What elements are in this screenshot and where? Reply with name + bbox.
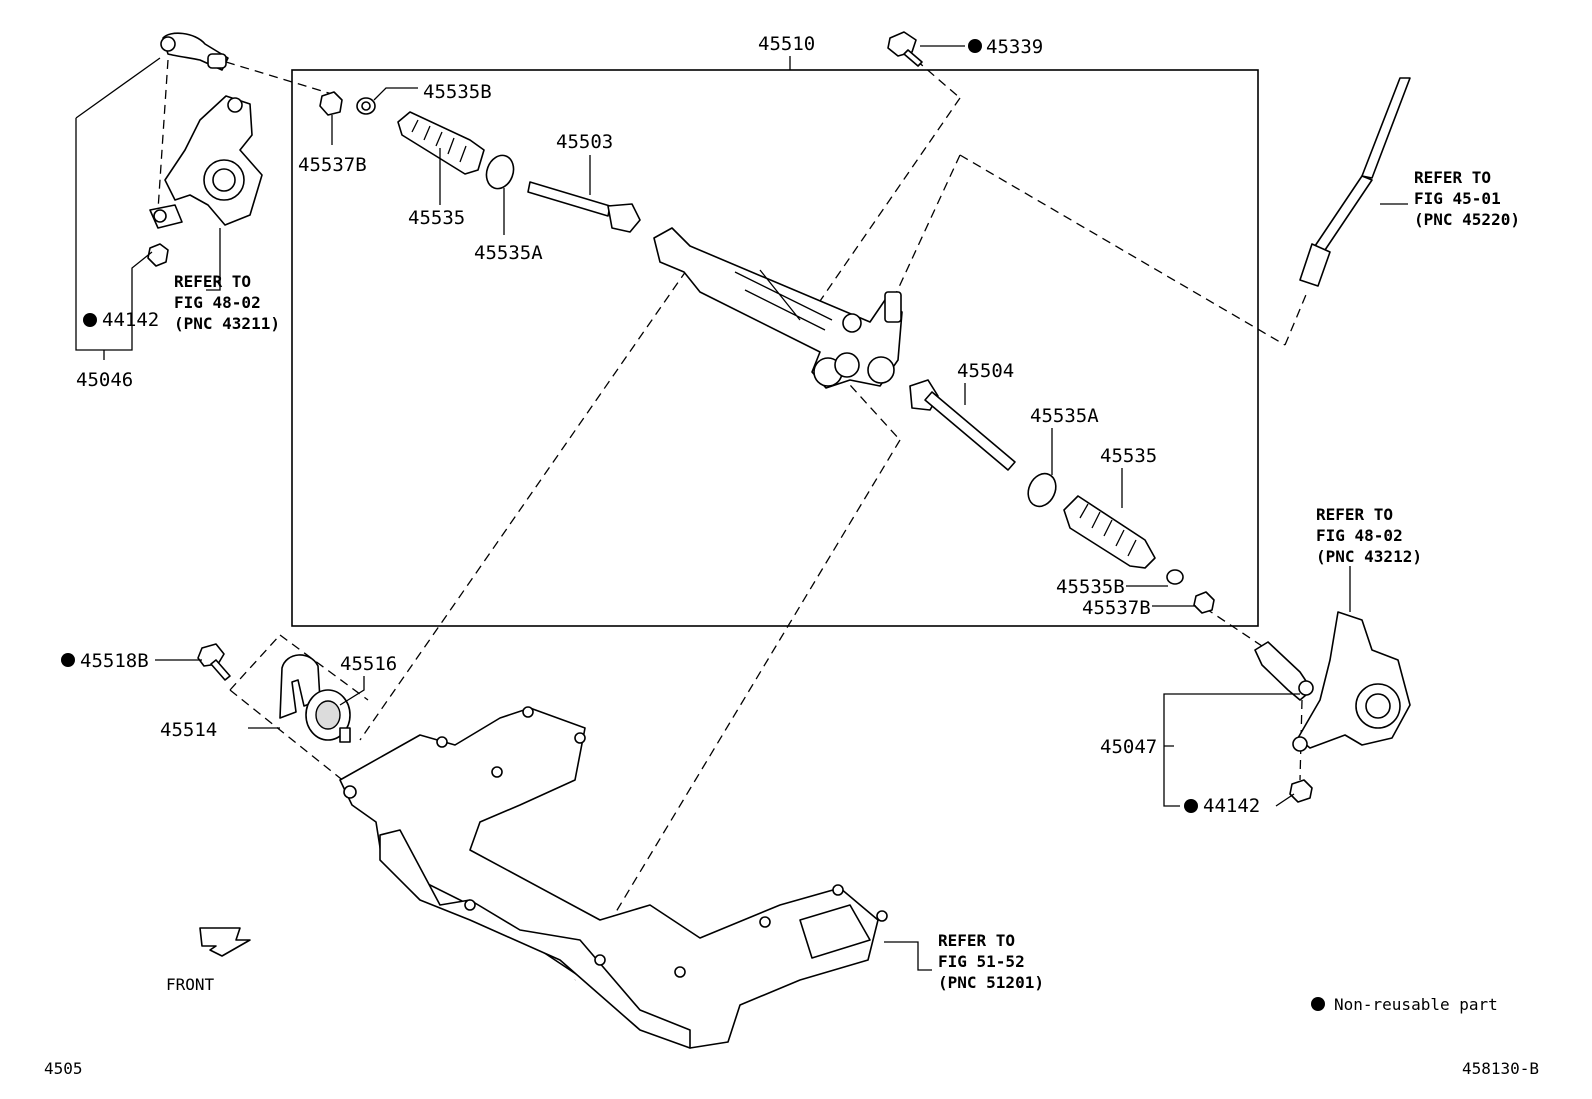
front-crossmember <box>339 706 888 1049</box>
svg-text:REFER TO: REFER TO <box>174 272 251 291</box>
label-45504: 45504 <box>957 360 1014 382</box>
svg-text:FIG 51-52: FIG 51-52 <box>938 952 1025 971</box>
label-45518b: 45518B <box>80 650 149 672</box>
label-45537b-right: 45537B <box>1082 597 1151 619</box>
label-44142-right: 44142 <box>1203 795 1260 817</box>
right-tie-rod <box>909 379 1016 471</box>
part-labels: 45510 45339 45535B 45537B 45535 45535A 4… <box>76 33 1260 817</box>
alignment-lines <box>157 59 1309 981</box>
left-tie-rod-nut <box>147 243 169 267</box>
svg-text:FIG 45-01: FIG 45-01 <box>1414 189 1501 208</box>
figure-code: 4505 <box>44 1059 83 1078</box>
label-45046: 45046 <box>76 369 133 391</box>
right-steering-knuckle <box>1292 611 1411 752</box>
svg-text:REFER TO: REFER TO <box>938 931 1015 950</box>
label-45535b-right: 45535B <box>1056 576 1125 598</box>
svg-text:REFER TO: REFER TO <box>1414 168 1491 187</box>
assembly-frame <box>291 69 1259 627</box>
intermediate-steering-shaft <box>1299 77 1411 287</box>
ref-knuckle-right: REFER TO FIG 48-02 (PNC 43212) <box>1316 505 1422 566</box>
non-reusable-dot-45518b <box>61 653 75 667</box>
label-45516: 45516 <box>340 653 397 675</box>
label-45535a-right: 45535A <box>1030 405 1099 427</box>
non-reusable-dot-44142-right <box>1184 799 1198 813</box>
svg-text:FIG 48-02: FIG 48-02 <box>174 293 261 312</box>
right-tie-rod-end <box>1254 641 1314 701</box>
right-boot-band <box>1027 472 1057 508</box>
non-reusable-dot-44142-left <box>83 313 97 327</box>
leader-lines <box>75 45 1408 971</box>
label-45537b-left: 45537B <box>298 154 367 176</box>
label-45535-left: 45535 <box>408 207 465 229</box>
left-tie-rod-end <box>160 32 229 71</box>
ref-crossmember: REFER TO FIG 51-52 (PNC 51201) <box>938 931 1044 992</box>
label-45535a-left: 45535A <box>474 242 543 264</box>
non-reusable-legend-dot <box>1311 997 1325 1011</box>
left-tie-rod <box>527 181 641 233</box>
left-steering-knuckle <box>149 95 263 229</box>
left-boot <box>397 111 485 175</box>
ref-steering-shaft: REFER TO FIG 45-01 (PNC 45220) <box>1414 168 1520 229</box>
right-rack-end-nut <box>1193 591 1215 614</box>
legend-non-reusable: Non-reusable part <box>1334 995 1498 1014</box>
ref-knuckle-left: REFER TO FIG 48-02 (PNC 43211) <box>174 272 280 333</box>
svg-text:(PNC 43212): (PNC 43212) <box>1316 547 1422 566</box>
right-tie-rod-nut <box>1289 779 1313 803</box>
svg-text:(PNC 51201): (PNC 51201) <box>938 973 1044 992</box>
svg-text:REFER TO: REFER TO <box>1316 505 1393 524</box>
svg-text:FIG 48-02: FIG 48-02 <box>1316 526 1403 545</box>
left-rack-end-nut <box>319 91 343 116</box>
rack-bushing <box>305 689 351 743</box>
svg-text:(PNC 45220): (PNC 45220) <box>1414 210 1520 229</box>
right-boot <box>1063 495 1156 569</box>
steering-rack-housing <box>653 227 903 389</box>
left-boot-band <box>485 154 515 190</box>
label-44142-left: 44142 <box>102 309 159 331</box>
right-boot-clip <box>1166 569 1184 585</box>
front-direction-arrow <box>199 927 251 957</box>
label-45535-right: 45535 <box>1100 445 1157 467</box>
bracket-bolt <box>197 643 231 681</box>
left-boot-clip <box>356 97 376 115</box>
non-reusable-dot-45339 <box>968 39 982 53</box>
label-45047: 45047 <box>1100 736 1157 758</box>
label-45535b-left: 45535B <box>423 81 492 103</box>
front-label: FRONT <box>166 975 215 994</box>
label-45503: 45503 <box>556 131 613 153</box>
svg-text:(PNC 43211): (PNC 43211) <box>174 314 280 333</box>
top-mounting-bolt <box>887 31 923 67</box>
drawing-id: 458130-B <box>1462 1059 1539 1078</box>
label-45339: 45339 <box>986 36 1043 58</box>
label-45514: 45514 <box>160 719 217 741</box>
label-45510: 45510 <box>758 33 815 55</box>
